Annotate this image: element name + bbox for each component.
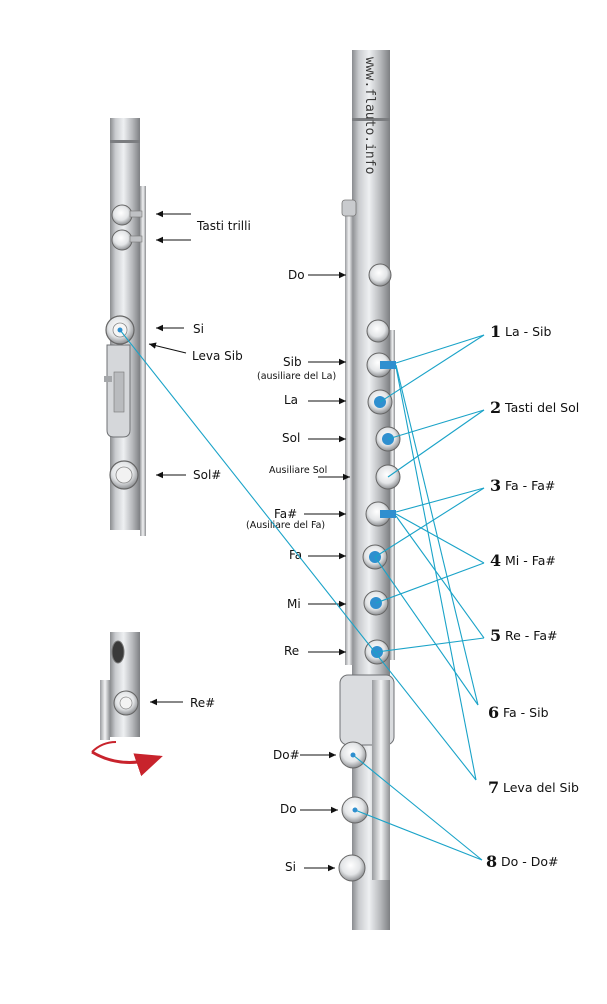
rotation-arrow [91,750,163,777]
combo8-line-a [352,754,483,861]
dsharp-rod [100,680,110,740]
gsharp-key-inner [115,466,133,484]
combo2-line-a [387,409,485,440]
trill-arm-1 [129,210,143,218]
combo6-line-a [395,364,479,706]
label-dsharp: Re# [190,696,215,710]
left-labels: Tasti trilli Si Leva Sib Sol# Re# [148,210,251,710]
right-labels: Do Sib (ausiliare del La) La Sol Ausilia… [246,268,350,874]
label-re: Re [284,644,299,658]
combo3-line-b [374,487,485,558]
pad-fasharp [380,510,396,518]
left-detail-upper [104,118,146,536]
label-trill-keys: Tasti trilli [196,219,251,233]
connection-dots [117,327,358,813]
dot-bb-lever [117,327,123,333]
main-tube-ring [352,118,390,121]
label-sib-aux: (ausiliare del La) [257,371,336,382]
label-do-low: Do [280,802,297,816]
main-flute: www.flauto.info [338,50,401,930]
combo5-line-a [395,515,485,639]
trill-post [341,199,357,217]
main-rod-left [345,205,353,665]
trill-key-2 [111,229,133,251]
key-c-thumb [366,319,390,343]
combo-2-label: Tasti del Sol [504,400,579,415]
label-dosharp-low: Do# [273,748,300,762]
combo2-line-b [387,409,485,478]
label-fa: Fa [289,548,302,562]
dsharp-key-inner [119,696,133,710]
combo-8-number: 8 [486,852,497,871]
label-si: Si [193,322,204,336]
combo8-line-b [354,809,483,861]
combo-4-label: Mi - Fa# [505,553,556,568]
combo1-line-a [395,334,485,364]
combo-connections [119,329,485,861]
combo5-line-b [376,637,485,653]
label-fasharp: Fa# [274,507,297,521]
combo-2-number: 2 [490,398,501,417]
key-rod [140,186,146,536]
label-mi: Mi [287,597,301,611]
combo-6-label: Fa - Sib [503,705,549,720]
combo7-line-b [395,366,477,781]
combo-5-number: 5 [490,626,501,645]
label-fasharp-aux: (Ausiliare del Fa) [246,520,325,531]
combo-7-number: 7 [488,778,499,797]
combo-5-label: Re - Fa# [505,628,557,643]
label-la: La [284,393,298,407]
combo3-line-a [395,487,485,513]
label-si-low: Si [285,860,296,874]
label-sol: Sol [282,431,300,445]
watermark: www.flauto.info [362,57,377,174]
dot-do-low [352,807,358,813]
trill-arm-2 [129,235,143,243]
combo-6-number: 6 [488,703,499,722]
combo-8-label: Do - Do# [501,854,558,869]
combo-4-number: 4 [490,551,501,570]
label-gsharp: Sol# [193,468,221,482]
combo-labels: 1 La - Sib 2 Tasti del Sol 3 Fa - Fa# 4 … [486,322,579,871]
combo4-line-a [395,513,485,564]
label-aux-sol: Ausiliare Sol [269,465,327,476]
combo1-line-b [379,334,485,403]
combo-7-label: Leva del Sib [503,780,579,795]
main-rod-right [390,330,395,660]
bb-lever-pin [104,376,112,382]
label-sib: Sib [283,355,302,369]
pad-sib [380,361,396,369]
rotation-arrow-tail [91,741,117,753]
arrow-bb-lever [148,342,187,354]
dot-dosharp-low [350,752,356,758]
bb-lever-slot [113,371,125,413]
left-detail-lower [91,632,163,777]
label-do-high: Do [288,268,305,282]
key-si-low [338,854,366,882]
combo4-line-b [375,562,485,604]
combo-1-number: 1 [490,322,501,341]
combo7-line-a [119,329,477,781]
combo-3-number: 3 [490,476,501,495]
key-do-high [368,263,392,287]
footjoint-rod [372,680,390,880]
label-bb-lever: Leva Sib [192,349,243,363]
tube-ring [110,140,140,143]
trill-key-1 [111,204,133,226]
combo-1-label: La - Sib [505,324,551,339]
tone-hole [111,640,125,664]
combo6-line-b [374,556,479,706]
combo-3-label: Fa - Fa# [505,478,555,493]
